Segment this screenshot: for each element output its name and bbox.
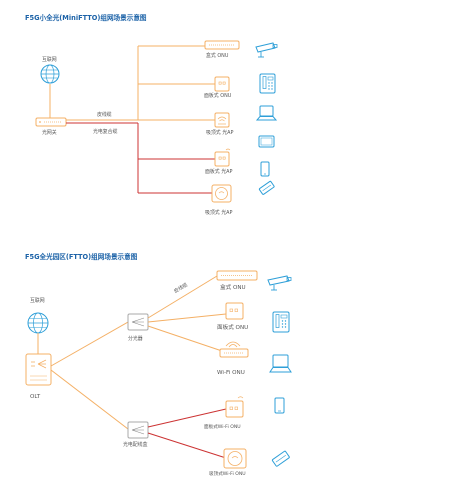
scene1-title: F5G小全光(MiniFTTO)组网场景示意图 [25, 13, 147, 22]
globe-icon [27, 312, 49, 334]
scene1-internet-label: 互联网 [42, 56, 57, 63]
scene2-title: F5G全光园区(FTTO)组网场景示意图 [25, 252, 138, 261]
split-branch-2 [147, 313, 227, 323]
scene2-fiber-label: 皮线缆 [173, 281, 189, 294]
distribution-box-device [127, 421, 149, 439]
composite-label: 光电复合缆 [93, 128, 118, 135]
device3-label: 吸顶式 光AP [206, 129, 233, 136]
device4-label: 面板式 光AP [205, 168, 232, 175]
ceiling-ap-round-device [211, 184, 232, 203]
scene2-device3-label: Wi-Fi ONU [217, 370, 245, 376]
laptop-icon [255, 105, 278, 121]
mobile-icon [274, 397, 285, 414]
phone-icon [272, 311, 290, 333]
panel-onu-device [214, 76, 230, 92]
tablet-icon [258, 135, 275, 148]
device5-label: 吸顶式 光AP [205, 209, 232, 216]
box-onu-device-2 [216, 270, 258, 281]
splitter-label: 分光器 [128, 335, 143, 342]
ceiling-wifi-onu-device [223, 448, 247, 469]
split-branch-1 [147, 275, 218, 319]
scene2-device1-label: 盒式 ONU [220, 283, 246, 291]
box-label: 光电配线盒 [123, 441, 148, 448]
box-onu-device [204, 40, 240, 50]
panel-onu-device-2 [225, 302, 244, 320]
ceiling-ap-device [214, 112, 230, 128]
splitter-device [127, 313, 149, 331]
panel-wifi-onu-device [225, 396, 244, 418]
pos-terminal-icon [258, 180, 275, 195]
pos-terminal-icon [271, 450, 290, 467]
box-branch-1 [147, 408, 227, 428]
split-branch-3 [147, 325, 223, 352]
laptop-icon [269, 354, 292, 373]
olt-to-box [50, 369, 129, 430]
scene2-internet-label: 互联网 [30, 297, 45, 304]
device1-label: 盒式 ONU [206, 52, 229, 59]
camera-icon [267, 275, 292, 291]
globe-icon [40, 64, 60, 84]
phone-icon [259, 73, 276, 94]
box-branch-2 [147, 432, 227, 459]
gateway-label: 光网关 [42, 129, 57, 136]
device2-label: 面板式 ONU [204, 92, 232, 99]
camera-icon [255, 42, 278, 58]
scene2-device5-label: 吸顶式Wi-Fi ONU [209, 470, 246, 477]
olt-label: OLT [30, 394, 41, 400]
scene2-device2-label: 面板式 ONU [217, 323, 248, 331]
olt-device [25, 353, 52, 386]
mobile-icon [260, 161, 270, 177]
olt-to-splitter [50, 321, 129, 367]
scene2-device4-label: 面板式Wi-Fi ONU [204, 423, 241, 430]
optical-gateway [35, 117, 67, 127]
fiber-label: 皮线缆 [97, 111, 112, 118]
wifi-onu-device [219, 341, 249, 358]
panel-ap-device [214, 148, 231, 167]
